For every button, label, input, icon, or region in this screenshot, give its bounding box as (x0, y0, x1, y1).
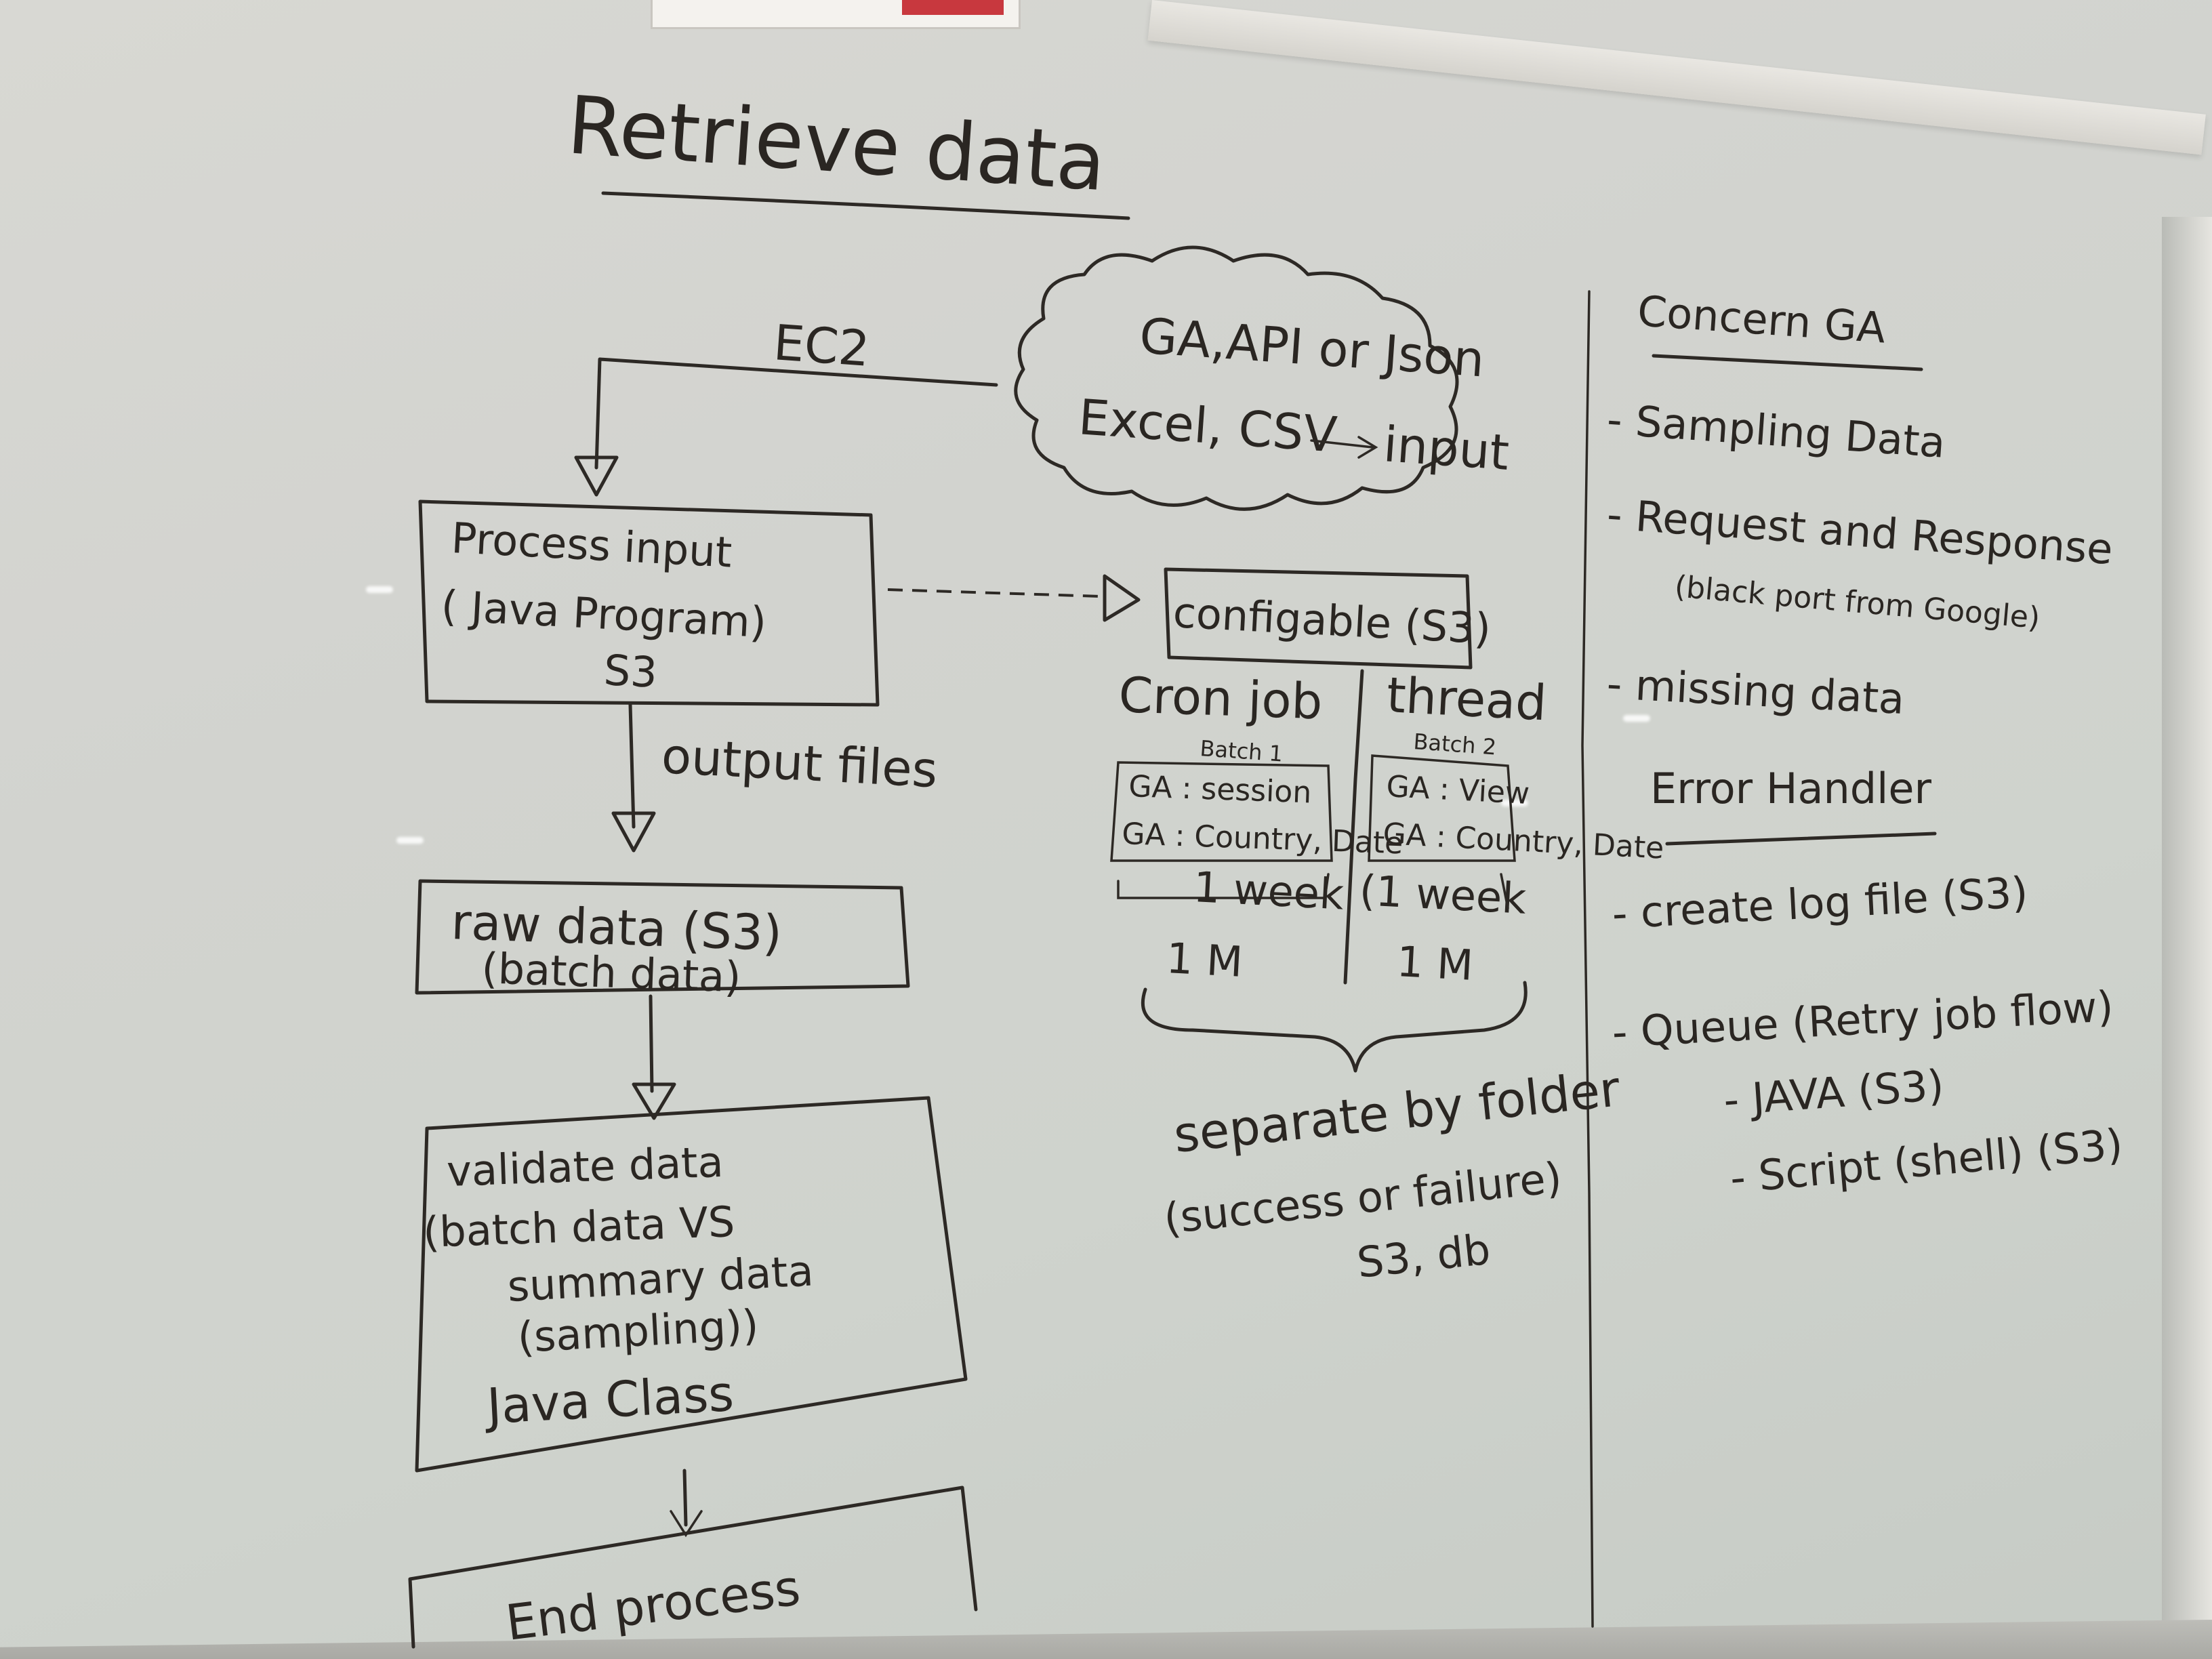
raw-line-2: (batch data) (480, 943, 741, 1002)
dashed-connector (887, 588, 1102, 598)
cron-item-1: GA : session (1128, 769, 1312, 810)
validate-flow-line (682, 1469, 688, 1527)
validate-line-5: Java Class (483, 1365, 735, 1435)
sign-red-band (902, 0, 1004, 15)
error-underline (1665, 832, 1937, 846)
cron-item-2: GA : Country, Date (1122, 817, 1404, 861)
cloud-shape (1014, 245, 1459, 511)
end-process-box (408, 1486, 978, 1649)
concern-item-2: - Request and Response (1605, 489, 2114, 574)
title-underline (601, 191, 1130, 220)
process-line-3: S3 (602, 645, 659, 697)
process-input-box (418, 499, 880, 707)
error-item-1: - create log file (S3) (1611, 867, 2029, 939)
cron-week-label: 1 week (1192, 862, 1345, 920)
light-reflection (396, 837, 424, 844)
concern-header: Concern GA (1636, 286, 1887, 352)
error-item-4: - Script (shell) (S3) (1728, 1120, 2125, 1203)
validate-box (415, 1096, 968, 1473)
thread-item-1: GA : View (1385, 769, 1530, 811)
error-item-3: - JAVA (S3) (1722, 1060, 1946, 1125)
light-reflection (1501, 800, 1528, 806)
arrow-head-icon (1103, 574, 1141, 622)
concern-underline (1652, 354, 1923, 371)
separate-line-2: (success or failure) (1162, 1153, 1564, 1244)
right-column-divider (1581, 290, 1594, 1628)
validate-line-1: validate data (446, 1137, 724, 1196)
thread-week-label: (1 week (1358, 865, 1528, 924)
cron-batch-label: Batch 1 (1199, 735, 1284, 766)
table-divider (1343, 669, 1364, 985)
raw-line-1: raw data (S3) (450, 893, 783, 962)
thread-batch-box (1368, 754, 1516, 862)
cron-week-bracket (1117, 873, 1330, 899)
light-reflection (366, 586, 393, 593)
cloud-line-2: Excel, CSV (1077, 388, 1339, 463)
diagram-title: Retrieve data (565, 78, 1109, 209)
arrow-head-icon (632, 1082, 676, 1120)
error-item-2: - Queue (Retry job flow) (1611, 981, 2114, 1057)
end-process-label: End process (503, 1559, 803, 1652)
ec2-label: EC2 (772, 314, 872, 377)
output-files-label: output files (660, 727, 939, 798)
validate-line-3: summary data (506, 1246, 815, 1311)
separate-line-3: S3, db (1355, 1225, 1492, 1288)
thread-batch-label: Batch 2 (1412, 729, 1497, 760)
thread-item-2: GA : Country, Date (1382, 817, 1664, 866)
raw-flow-line (649, 994, 654, 1093)
validate-line-2: (batch data VS (422, 1197, 735, 1257)
thread-week-bracket (1500, 873, 1509, 909)
arrow-right-icon (1310, 436, 1378, 459)
cloud-line-1: GA,API or Json (1138, 307, 1486, 388)
thread-header: thread (1385, 666, 1548, 731)
cloud-line-3: input (1382, 415, 1511, 481)
cron-batch-box (1110, 761, 1333, 862)
configable-box (1164, 567, 1473, 670)
arrow-head-icon (611, 811, 656, 853)
error-header: Error Handler (1650, 764, 1931, 813)
concern-item-4: - missing data (1605, 659, 1906, 724)
light-reflection (1623, 715, 1650, 722)
process-line-1: Process input (450, 513, 733, 577)
exit-sign (651, 0, 1021, 29)
raw-data-box (415, 879, 910, 995)
board-frame-right (2162, 217, 2212, 1659)
separate-line-1: separate by folder (1171, 1060, 1623, 1164)
output-flow-line (628, 703, 636, 829)
cron-month-label: 1 M (1165, 933, 1244, 987)
cron-job-header: Cron job (1118, 666, 1323, 730)
configable-label: configable (S3) (1172, 588, 1492, 653)
arrow-head-icon (574, 455, 619, 497)
process-line-2: ( Java Program) (440, 581, 768, 647)
concern-item-1: - Sampling Data (1605, 394, 1947, 468)
concern-item-3: (black port from Google) (1673, 569, 2041, 636)
thread-month-label: 1 M (1395, 937, 1474, 990)
ec2-flow-line (594, 357, 998, 470)
curly-brace (1141, 981, 1528, 1073)
validate-line-4: (sampling)) (516, 1300, 760, 1362)
